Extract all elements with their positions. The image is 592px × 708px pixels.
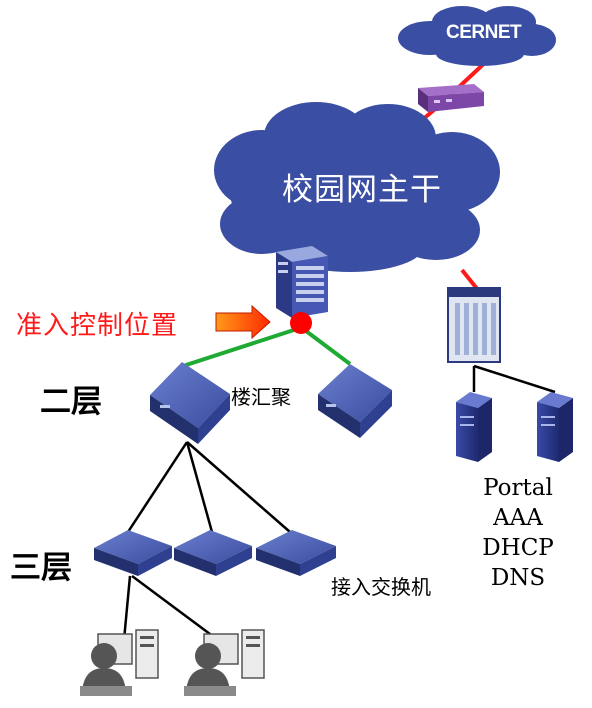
uplink-right bbox=[300, 326, 352, 366]
links bbox=[122, 56, 556, 642]
chassis-switch-icon bbox=[447, 287, 501, 363]
aggregation-switch-icon bbox=[150, 362, 230, 444]
server-icon bbox=[456, 392, 492, 462]
server-icon bbox=[537, 392, 573, 462]
access-switch-label: 接入交换机 bbox=[331, 575, 431, 599]
lan-link bbox=[186, 441, 291, 533]
access-switch-icon bbox=[174, 530, 252, 576]
backbone-label: 校园网主干 bbox=[282, 172, 442, 208]
access-switch-icon bbox=[94, 530, 172, 576]
user-terminal-icon bbox=[184, 629, 265, 696]
services-list: Portal AAA DHCP DNS bbox=[470, 473, 566, 593]
service-item: Portal bbox=[483, 475, 553, 501]
backbone-cloud-icon bbox=[214, 102, 500, 272]
service-item: DNS bbox=[490, 565, 546, 591]
cernet-cloud-icon bbox=[398, 6, 556, 66]
access-control-position-label: 准入控制位置 bbox=[16, 311, 179, 341]
building-aggregation-label: 楼汇聚 bbox=[231, 385, 291, 409]
lan-link bbox=[131, 574, 219, 642]
layer-three-label: 三层 bbox=[10, 550, 72, 586]
server-link bbox=[460, 268, 480, 292]
aggregation-switch-icon bbox=[318, 364, 392, 438]
uplink-left bbox=[182, 326, 301, 368]
firewall-icon bbox=[418, 84, 484, 112]
service-item: AAA bbox=[493, 505, 543, 531]
arrow-icon bbox=[215, 304, 271, 340]
access-control-point-icon bbox=[290, 312, 312, 334]
service-item: DHCP bbox=[482, 535, 554, 561]
lan-link bbox=[185, 441, 214, 533]
core-switch-icon bbox=[276, 246, 328, 318]
layer-two-label: 二层 bbox=[40, 384, 102, 420]
cernet-label: CERNET bbox=[446, 22, 522, 43]
user-terminal-icon bbox=[80, 629, 159, 696]
lan-link bbox=[126, 441, 189, 533]
lan-link bbox=[122, 575, 132, 641]
server-lan-link bbox=[473, 364, 556, 394]
access-switch-icon bbox=[256, 530, 336, 576]
